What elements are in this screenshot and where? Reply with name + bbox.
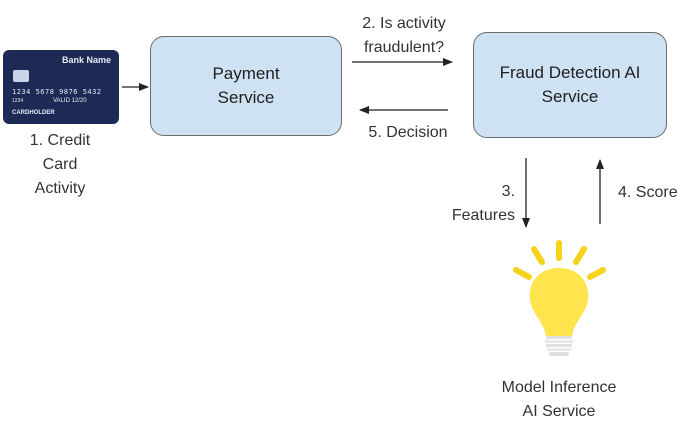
credit-card-icon: Bank Name 1234 5678 9876 5432 1234 VALID… [3,50,119,124]
step-1-label: 1. Credit Card Activity [29,132,91,197]
step-4-label: 4. Score [618,184,678,201]
payment-service-node: Payment Service [150,36,342,136]
step-5-label: 5. Decision [368,124,448,141]
card-valid-text: VALID 12/20 [53,98,87,104]
step-3-label: 3. Features [451,183,515,224]
lightbulb-icon [513,240,606,356]
card-small-text: 1234 [12,98,24,104]
card-holder: CARDHOLDER [12,110,55,116]
card-bank-name: Bank Name [61,55,111,65]
fraud-detection-node: Fraud Detection AI Service [473,32,667,138]
card-number: 1234 5678 9876 5432 [12,88,102,96]
step-2-label: 2. Is activity fraudulent? [362,15,446,56]
model-inference-node: Model Inference AI Service [501,379,617,420]
card-chip-icon [13,70,29,82]
